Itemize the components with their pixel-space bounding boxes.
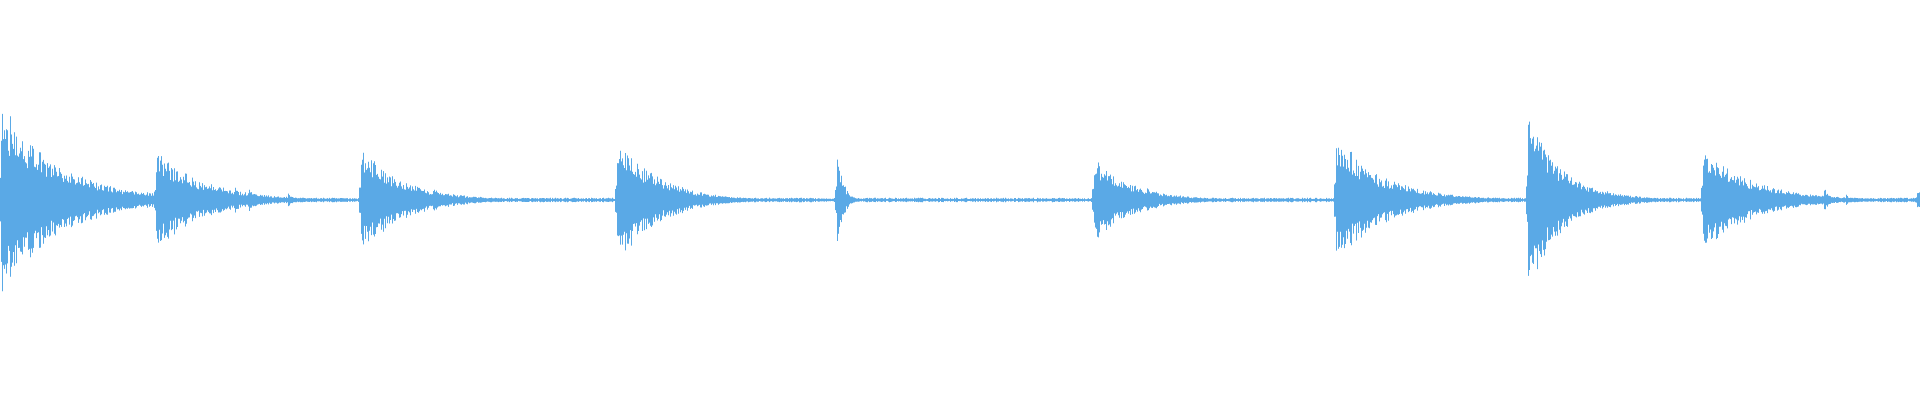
waveform-path [0,113,1920,292]
waveform-samples [0,113,1920,292]
